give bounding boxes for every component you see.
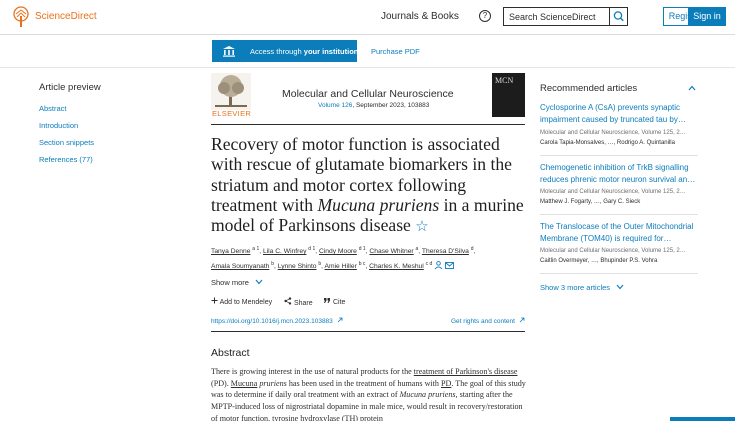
- doi-rule: [211, 331, 525, 332]
- elsevier-publisher-logo-icon[interactable]: [211, 73, 251, 110]
- feedback-button[interactable]: [670, 417, 735, 421]
- recommended-article-link[interactable]: The Translocase of the Outer Mitochondri…: [540, 222, 694, 243]
- recommended-divider: [540, 155, 698, 156]
- email-icon[interactable]: [445, 262, 454, 270]
- share-icon: [284, 297, 292, 305]
- institution-icon: [223, 46, 235, 57]
- rights-and-content-link[interactable]: Get rights and content: [451, 317, 525, 325]
- author-link[interactable]: Theresa D'Silva: [421, 248, 469, 256]
- recommended-article-meta: Molecular and Cellular Neuroscience, Vol…: [540, 130, 686, 136]
- add-to-mendeley-button[interactable]: Add to Mendeley: [211, 297, 272, 306]
- author-link[interactable]: Amie Hiller: [324, 263, 357, 271]
- author-link[interactable]: Chase Whitner: [369, 248, 414, 256]
- elsevier-tree-logo-icon[interactable]: [11, 6, 31, 28]
- recommended-article-link[interactable]: Cyclosporine A (CsA) prevents synaptic i…: [540, 103, 686, 124]
- toolbar-divider: [0, 67, 735, 68]
- recommended-article-authors: Matthew J. Fogarty, …, Gary C. Sieck: [540, 199, 641, 205]
- show-more-articles-button[interactable]: Show 3 more articles: [540, 283, 624, 292]
- search-input[interactable]: Search ScienceDirect: [509, 12, 596, 22]
- author-link[interactable]: Lila C. Winfrey: [262, 248, 307, 256]
- journals-books-link[interactable]: Journals & Books: [381, 11, 459, 22]
- search-box[interactable]: Search ScienceDirect: [503, 7, 628, 26]
- cite-button[interactable]: Cite: [323, 297, 345, 306]
- header-divider: [0, 34, 735, 35]
- author-link[interactable]: Cindy Moore: [318, 248, 357, 256]
- article-title: Recovery of motor function is associated…: [211, 134, 524, 236]
- external-link-icon: [519, 317, 525, 323]
- recommended-divider: [540, 214, 698, 215]
- sign-in-button[interactable]: Sign in: [688, 7, 726, 26]
- recommended-article-authors: Carola Tapia-Monsalves, …, Rodrigo A. Qu…: [540, 140, 675, 146]
- recommended-article-authors: Caitlin Overmeyer, …, Bhupinder P.S. Voh…: [540, 258, 658, 264]
- sciencedirect-logo-text[interactable]: ScienceDirect: [35, 11, 97, 22]
- recommended-article-meta: Molecular and Cellular Neuroscience, Vol…: [540, 248, 686, 254]
- glossary-link[interactable]: treatment of Parkinson's disease: [413, 367, 518, 376]
- author-link[interactable]: Lynne Shinto: [277, 263, 317, 271]
- abstract-heading: Abstract: [211, 347, 250, 359]
- author-link[interactable]: Charles K. Meshul: [369, 263, 424, 271]
- access-label: Access through your institution: [250, 47, 359, 56]
- purchase-pdf-link[interactable]: Purchase PDF: [371, 47, 420, 56]
- top-header: ScienceDirect Journals & Books ? Search …: [0, 0, 735, 34]
- star-icon[interactable]: ☆: [415, 219, 429, 236]
- plus-icon: [211, 297, 218, 304]
- chevron-down-icon: [255, 279, 263, 285]
- external-link-icon: [337, 317, 343, 323]
- search-button[interactable]: [609, 8, 627, 25]
- share-button[interactable]: Share: [284, 297, 313, 307]
- journal-cover-image[interactable]: MCN: [492, 73, 525, 117]
- chevron-up-icon[interactable]: [688, 84, 696, 92]
- cover-text: MCN: [495, 76, 514, 85]
- access-through-institution-button[interactable]: Access through your institution: [212, 40, 359, 62]
- glossary-link[interactable]: Mucuna: [230, 378, 258, 388]
- recommended-article-meta: Molecular and Cellular Neuroscience, Vol…: [540, 189, 686, 195]
- abstract-text: There is growing interest in the use of …: [211, 367, 526, 421]
- person-icon[interactable]: [434, 261, 443, 270]
- article-preview-heading: Article preview: [39, 82, 101, 93]
- glossary-link[interactable]: PD: [441, 378, 452, 388]
- chevron-down-icon: [616, 284, 624, 290]
- author-list: Tanya Denne a 1, Lila C. Winfrey d 1, Ci…: [211, 246, 476, 271]
- journal-rule: [211, 124, 525, 125]
- journal-volume: Volume 126, September 2023, 103883: [318, 102, 430, 109]
- doi-link[interactable]: https://doi.org/10.1016/j.mcn.2023.10388…: [211, 317, 343, 325]
- author-link[interactable]: Amala Soumyanath: [211, 263, 270, 271]
- author-link[interactable]: Tanya Denne: [211, 248, 251, 256]
- recommended-divider: [540, 273, 698, 274]
- nav-section-snippets-link[interactable]: Section snippets: [39, 138, 95, 147]
- quote-icon: [324, 298, 330, 303]
- nav-references-link[interactable]: References (77): [39, 155, 93, 164]
- recommended-article-link[interactable]: Chemogenetic inhibition of TrkB signalli…: [540, 163, 696, 184]
- help-icon[interactable]: ?: [479, 10, 491, 22]
- nav-introduction-link[interactable]: Introduction: [39, 121, 79, 130]
- recommended-articles-heading: Recommended articles: [540, 83, 638, 94]
- show-more-authors-button[interactable]: Show more: [211, 278, 263, 287]
- journal-title-link[interactable]: Molecular and Cellular Neuroscience: [282, 88, 454, 100]
- search-icon: [613, 11, 624, 22]
- elsevier-wordmark: ELSEVIER: [212, 109, 252, 118]
- nav-abstract-link[interactable]: Abstract: [39, 104, 67, 113]
